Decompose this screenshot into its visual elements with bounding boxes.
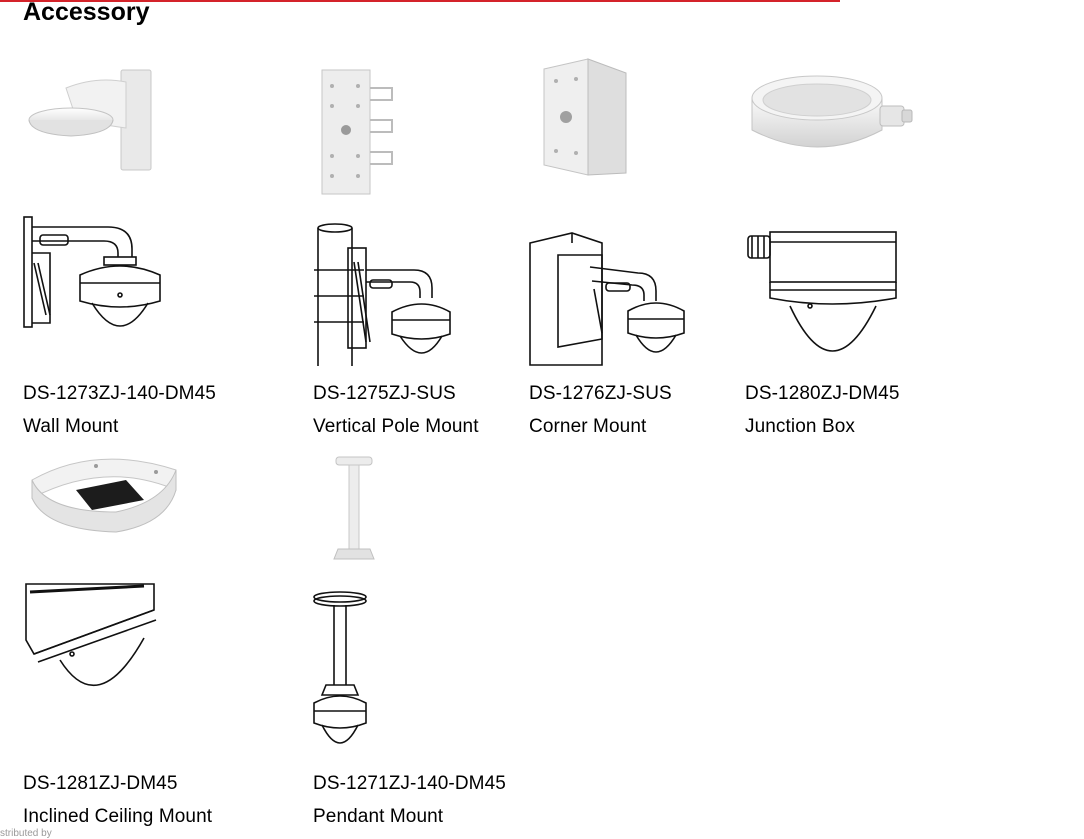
- product-name: Junction Box: [745, 416, 855, 437]
- vertical-pole-mount-drawing: [314, 222, 464, 370]
- product-model: DS-1273ZJ-140-DM45: [23, 383, 216, 404]
- product-name: Pendant Mount: [313, 806, 444, 827]
- pole-bracket-photo: [318, 66, 398, 198]
- junction-box-drawing: [740, 228, 904, 368]
- footer-text: stributed by: [0, 828, 52, 839]
- inclined-ceiling-bracket-photo: [26, 450, 184, 536]
- pendant-mount-drawing: [308, 589, 380, 755]
- junction-box-photo: [748, 68, 916, 162]
- product-name: Wall Mount: [23, 416, 119, 437]
- product-model: DS-1271ZJ-140-DM45: [313, 773, 506, 794]
- product-name: Corner Mount: [529, 416, 647, 437]
- product-name: Vertical Pole Mount: [313, 416, 479, 437]
- product-model: DS-1280ZJ-DM45: [745, 383, 900, 404]
- product-model: DS-1275ZJ-SUS: [313, 383, 456, 404]
- corner-bracket-photo: [538, 55, 630, 179]
- header-accent-line: [0, 0, 840, 2]
- pendant-bracket-photo: [330, 455, 378, 563]
- inclined-ceiling-mount-drawing: [24, 580, 160, 700]
- corner-mount-drawing: [528, 229, 692, 369]
- product-model: DS-1276ZJ-SUS: [529, 383, 672, 404]
- wall-mount-drawing: [20, 213, 170, 335]
- wall-bracket-photo: [26, 68, 156, 174]
- product-name: Inclined Ceiling Mount: [23, 806, 213, 827]
- product-model: DS-1281ZJ-DM45: [23, 773, 178, 794]
- page-title: Accessory: [23, 0, 150, 26]
